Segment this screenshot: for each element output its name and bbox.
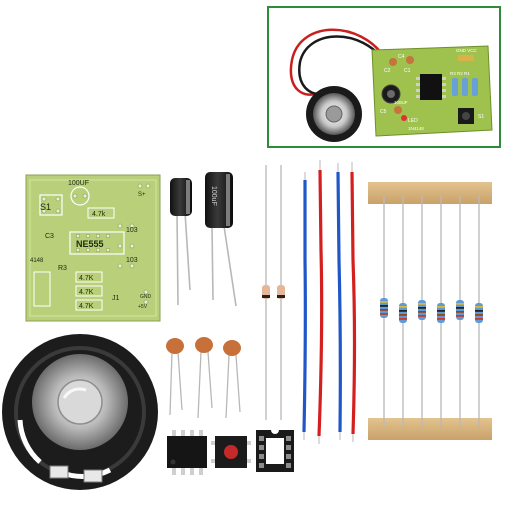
ne555-chip [167,430,207,475]
electrolytic-capacitors: 100uF [170,172,237,307]
pcb-label-s1: S1 [40,202,51,212]
resistor [399,196,407,428]
diode-2 [277,165,285,420]
resistor [456,196,464,428]
pcb-label-c3: C3 [45,233,54,240]
resistor [418,196,426,428]
switch-button-cap [224,445,238,459]
inset-speaker-icon [306,86,362,142]
pcb-board [25,174,161,322]
inset-label-c5: C5 [380,109,387,115]
inset-label-c1: C1 [404,68,411,74]
pcb-footprint-r-top [87,207,115,219]
pcb-footprint-ic [69,231,125,255]
ceramic-cap-1 [166,338,184,416]
diodes [262,165,285,420]
diode-1 [262,165,270,420]
inset-black-wire [298,35,387,96]
pcb-label-r2: 4.7K [79,289,94,296]
pcb-label-r3: R3 [58,265,67,272]
dip8-socket [256,430,294,472]
capacitor-small [170,178,192,306]
pcb-label-r-top: 4.7k [92,211,106,218]
inset-label-led: LED [408,118,418,124]
inset-label-resistors: R3 R2 R1 [450,71,470,76]
resistor-strip [368,182,492,440]
ceramic-capacitors [166,337,241,419]
wire-red-2 [350,162,357,442]
pcb-label-gnd: GND [140,294,152,300]
pcb-label-diode: 4148 [30,258,44,264]
tape-bottom [368,418,492,440]
ceramic-cap-2 [195,337,213,419]
pcb-footprint-r2 [75,285,103,297]
inset-label-c4: C4 [398,54,405,60]
tact-switch [211,436,251,468]
pcb-pads [41,183,151,305]
inset-led [401,115,407,121]
tape-top [368,182,492,204]
inset-ic [420,74,442,100]
inset-resistors [452,78,478,96]
pcb-footprint-cap [70,186,90,206]
resistor [380,196,388,428]
inset-header [458,55,474,61]
speaker-icon [2,334,158,490]
jumper-wires [302,160,357,444]
inset-label-pins: GND VCC [456,48,478,53]
pcb-footprint-r4 [75,299,103,311]
wire-red-1 [317,160,324,444]
pcb-label-r4: 4.7K [79,303,94,310]
ceramic-cap-3 [223,340,241,419]
inset-ceramic-cap [389,58,397,66]
pcb-footprint-s1 [39,194,63,216]
inset-label-s1: S1 [478,114,484,120]
inset-label-diode: 1N4148 [408,126,424,131]
wire-blue-1 [302,172,307,440]
bare-pcb: S1 100UF 4.7k NE555 103 C3 103 R3 4148 4… [25,174,161,322]
pcb-footprint-diode [33,271,51,307]
pcb-label-r1: 4.7K [79,275,94,282]
pcb-footprint-r1 [75,271,103,283]
wire-blue-2 [336,163,342,440]
assembled-inset: C2 C1 C4 C5 R3 R2 R1 LED S1 1N4148 100UF… [267,6,501,148]
capacitor-large: 100uF [205,172,237,307]
pcb-label-vcc: +5V [138,304,148,310]
inset-red-wire [289,28,387,96]
pcb-label-c4: 103 [126,257,138,264]
inset-label-c2: C2 [384,68,391,74]
inset-label-cap: 100UF [394,100,408,105]
resistor [437,196,445,428]
pcb-label-j1: J1 [112,295,120,302]
pcb-label-s-plus: S+ [138,192,146,198]
pcb-label-c2: 103 [126,227,138,234]
capacitor-label: 100uF [210,186,217,206]
pcb-label-ic: NE555 [76,239,104,249]
pcb-label-cap: 100UF [68,180,89,187]
resistor [475,196,483,428]
